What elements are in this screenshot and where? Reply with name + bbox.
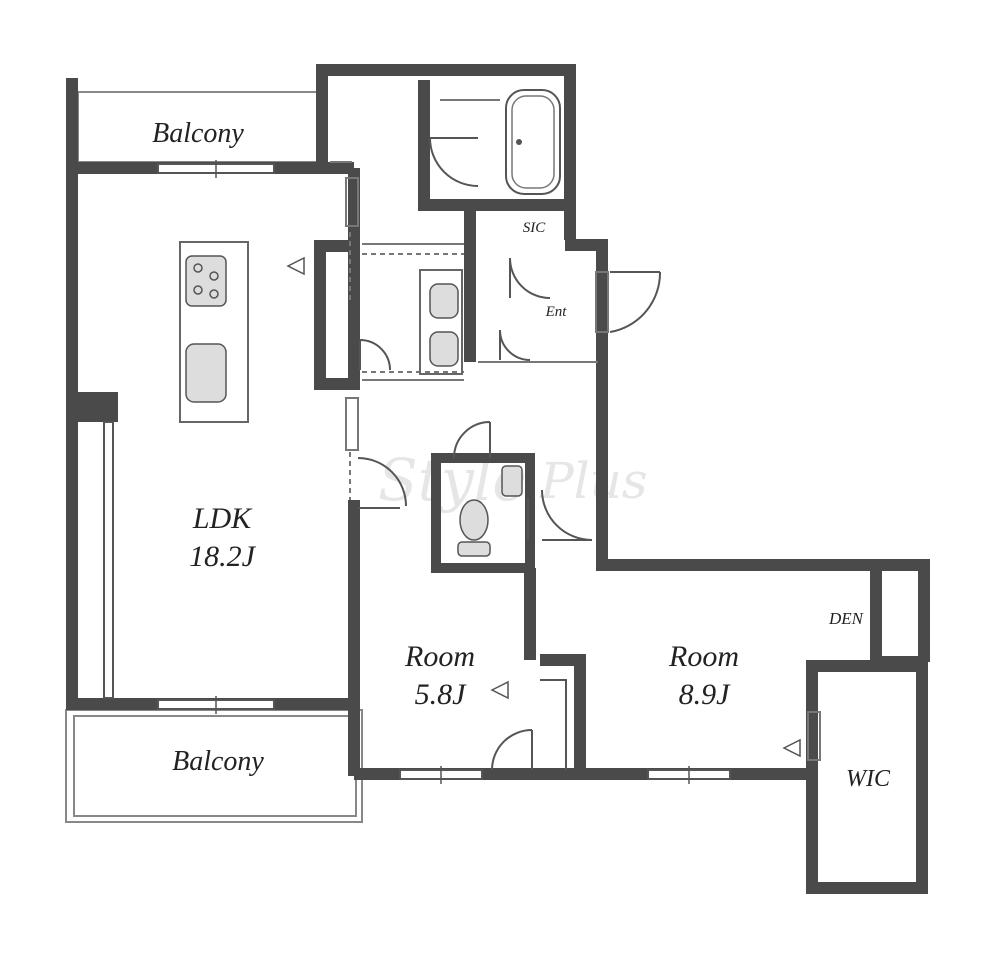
doors [357,137,662,771]
door-ent-inner [509,257,551,299]
label-room1: Room [404,640,475,673]
label-balcony-top: Balcony [152,118,244,149]
sink-icon [429,283,459,319]
room-labels: Balcony SIC Ent LDK 18.2J Room 5.8J Room… [152,118,891,792]
label-entrance: Ent [545,304,568,320]
label-room1-size: 5.8J [415,678,468,711]
arrow-icon [782,738,801,758]
door-wash [359,339,391,371]
window-ldk-left [103,421,114,699]
toilet-icon [459,499,489,541]
door-ent-closet [499,329,531,361]
label-balcony-bottom: Balcony [172,746,264,777]
walls [66,64,930,894]
label-ldk-size: 18.2J [189,540,257,573]
kitchen-sink-icon [185,343,227,403]
fixtures [179,89,561,557]
door-entrance [609,271,662,333]
washbasin-counter [419,269,463,375]
bathtub [505,89,561,195]
arrow-icon [490,680,509,700]
column [72,392,118,422]
door-bath [429,137,479,187]
door-corridor [357,457,407,509]
label-room2: Room [668,640,739,673]
label-den: DEN [828,609,865,628]
door-closet [540,679,567,770]
label-room2-size: 8.9J [679,678,732,711]
watermark-plus: Plus [539,452,648,510]
door-room2 [541,489,593,541]
label-sic: SIC [523,220,546,236]
kitchen-island [179,241,249,423]
label-wic: WIC [846,766,891,792]
stove-icon [185,255,227,307]
arrow-icon [286,256,305,276]
door-room1 [491,729,533,771]
sink-icon-2 [429,331,459,367]
door-toilet [453,421,491,459]
label-ldk: LDK [192,502,253,535]
